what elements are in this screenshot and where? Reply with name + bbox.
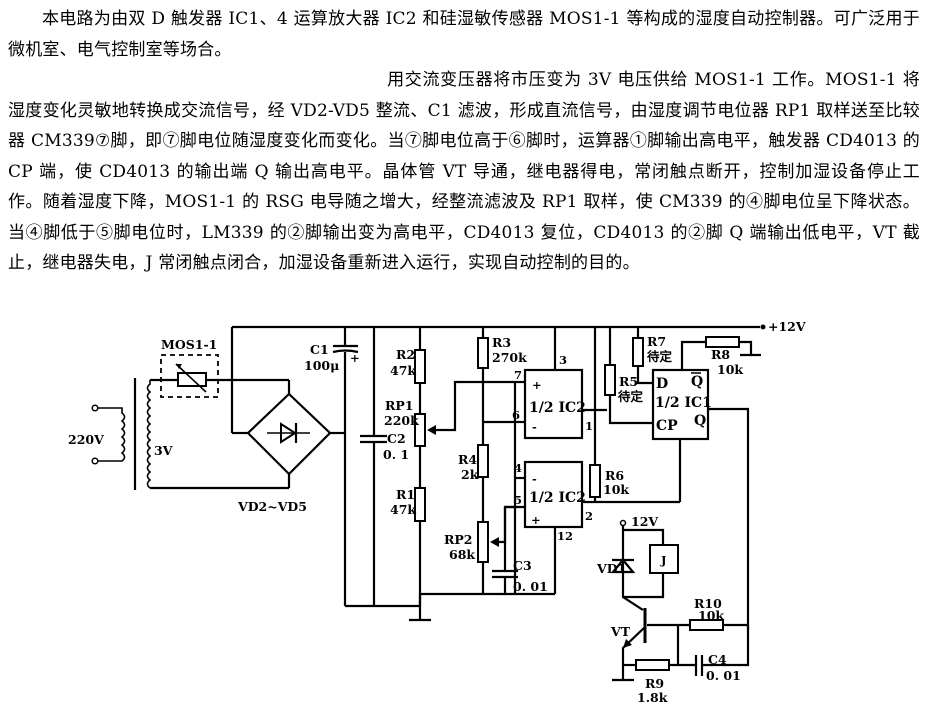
resistor-r8: R8 10k bbox=[705, 336, 761, 377]
vt-label: VT bbox=[610, 624, 631, 639]
ground-bus bbox=[345, 592, 555, 622]
r10-name: R10 bbox=[694, 596, 722, 611]
vd1-label: VD1 bbox=[596, 561, 626, 576]
secondary-label: 3V bbox=[154, 443, 173, 458]
c1-value: 100μ bbox=[304, 358, 339, 373]
rp1-value: 220k bbox=[384, 413, 419, 428]
rp1-name: RP1 bbox=[385, 398, 414, 413]
svg-text:CP: CP bbox=[656, 418, 678, 434]
r2-name: R2 bbox=[396, 347, 415, 362]
capacitor-c3: C3 0. 01 bbox=[492, 507, 548, 594]
svg-text:+: + bbox=[350, 351, 360, 365]
r5-name: R5 bbox=[619, 374, 638, 389]
c2-name: C2 bbox=[387, 431, 406, 446]
humidity-sensor: MOS1-1 bbox=[150, 337, 289, 398]
description-paragraph: 用交流变压器将市压变为 3V 电压供给 MOS1-1 工作。MOS1-1 将湿度… bbox=[8, 70, 920, 273]
ic1-flipflop: D Q 1/2 IC1 CP Q bbox=[651, 340, 750, 630]
svg-text:3: 3 bbox=[559, 353, 567, 367]
relay-j-label: J bbox=[660, 553, 666, 567]
c3-name: C3 bbox=[513, 558, 532, 573]
capacitor-c2: C2 0. 1 bbox=[360, 327, 409, 606]
qbar-label: Q bbox=[691, 374, 703, 390]
r5-value: 待定 bbox=[618, 389, 644, 404]
r6-value: 10k bbox=[603, 482, 629, 497]
ic2b-comparator: - + 1/2 IC2 4 5 2 12 bbox=[505, 460, 660, 594]
ic2a-label: 1/2 IC2 bbox=[529, 400, 586, 416]
supply-label: +12V bbox=[768, 319, 806, 334]
transformer: 220V 3V bbox=[68, 378, 173, 490]
svg-text:12: 12 bbox=[557, 529, 573, 543]
relay-supply-label: 12V bbox=[631, 514, 658, 529]
ic2a-comparator: + - 1/2 IC2 7 6 3 1 bbox=[512, 327, 607, 594]
r4-value: 2k bbox=[461, 467, 479, 482]
c1-name: C1 bbox=[310, 342, 329, 357]
r3-name: R3 bbox=[492, 335, 511, 350]
r3-value: 270k bbox=[492, 350, 527, 365]
svg-text:D: D bbox=[656, 376, 668, 392]
resistors-r5-r6-r7: R5 待定 R6 10k R7 待定 bbox=[589, 327, 673, 502]
c4-name: C4 bbox=[708, 652, 727, 667]
svg-text:+: + bbox=[531, 513, 541, 527]
c4-value: 0. 01 bbox=[706, 668, 741, 683]
svg-text:4: 4 bbox=[514, 461, 522, 475]
c3-value: 0. 01 bbox=[513, 579, 548, 594]
svg-text:1: 1 bbox=[585, 419, 593, 433]
r10-value: 10k bbox=[698, 608, 724, 623]
c2-value: 0. 1 bbox=[383, 447, 409, 462]
svg-text:7: 7 bbox=[514, 368, 522, 382]
svg-text:-: - bbox=[532, 420, 537, 434]
r1-name: R1 bbox=[396, 487, 415, 502]
r6-name: R6 bbox=[605, 468, 624, 483]
svg-text:2: 2 bbox=[585, 509, 593, 523]
intro-paragraph: 本电路为由双 D 触发器 IC1、4 运算放大器 IC2 和硅湿敏传感器 MOS… bbox=[8, 9, 920, 60]
r9-value: 1.8k bbox=[637, 690, 668, 705]
r1-value: 47k bbox=[390, 502, 416, 517]
mains-label: 220V bbox=[68, 432, 104, 447]
r8-value: 10k bbox=[717, 362, 743, 377]
bridge-rectifier: VD2~VD5 bbox=[150, 327, 345, 514]
ic2b-label: 1/2 IC2 bbox=[529, 490, 586, 506]
r2-value: 47k bbox=[390, 363, 416, 378]
relay-driver: 12V J VD1 VT R10 10k R9 1.8k C4 0. 01 bbox=[596, 514, 750, 705]
r7-value: 待定 bbox=[647, 349, 673, 364]
supply-rail: +12V bbox=[232, 319, 806, 334]
svg-text:6: 6 bbox=[512, 408, 520, 422]
r9-name: R9 bbox=[645, 676, 664, 691]
sensor-label: MOS1-1 bbox=[161, 337, 217, 352]
r7-name: R7 bbox=[647, 334, 666, 349]
resistor-chain-rp1: R2 47k RP1 220k R1 47k bbox=[384, 327, 518, 606]
rp2-value: 68k bbox=[449, 547, 475, 562]
r4-name: R4 bbox=[458, 452, 477, 467]
ic1-label: 1/2 IC1 bbox=[655, 395, 712, 411]
svg-text:Q: Q bbox=[694, 413, 706, 429]
capacitor-c1: + C1 100μ bbox=[304, 327, 360, 606]
bridge-label: VD2~VD5 bbox=[237, 499, 307, 514]
svg-text:5: 5 bbox=[514, 493, 522, 507]
rp2-name: RP2 bbox=[444, 532, 473, 547]
r8-name: R8 bbox=[711, 347, 730, 362]
svg-text:+: + bbox=[532, 378, 542, 392]
svg-text:-: - bbox=[532, 472, 537, 486]
resistor-chain-rp2: R3 270k R4 2k RP2 68k bbox=[444, 327, 527, 594]
